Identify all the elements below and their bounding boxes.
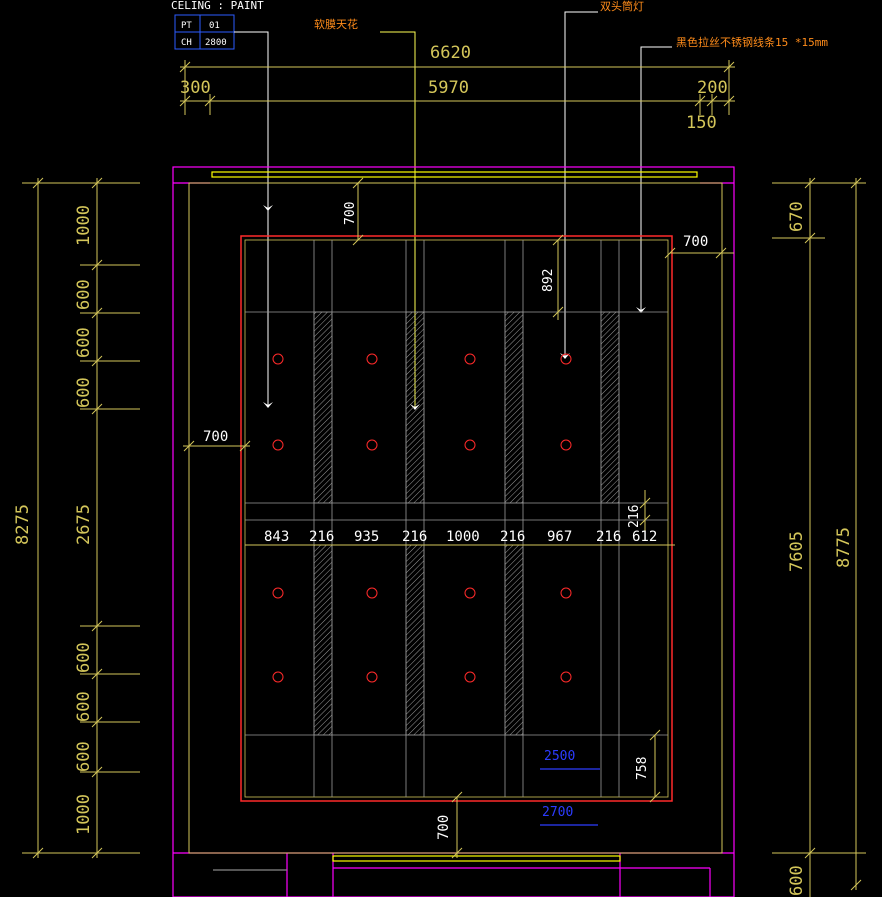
downlight [272,353,284,365]
leader-legend [234,31,269,208]
band-1-upper [313,311,333,504]
downlight [464,587,476,599]
downlight [366,439,378,451]
callout-spotlight: 双头筒灯 [600,0,644,13]
dim-top-middle: 5970 [428,78,469,98]
legend-value-ch: 2800 [205,38,227,48]
downlights [272,353,572,683]
dim-top-left: 300 [180,78,211,98]
row-dimension-labels: 843 216 935 216 1000 216 967 216 612 [264,529,657,545]
row-dim: 843 [264,529,289,545]
row-dim: 1000 [446,529,480,545]
hatched-bands [313,311,620,736]
legend-key-pt: PT [181,21,192,31]
arrowhead-2 [263,402,273,408]
dim-left-seg1: 1000 [74,205,94,246]
dim-left-seg9: 1000 [74,794,94,835]
dim-right-offset: 700 [683,234,708,250]
downlight [366,671,378,683]
blue-label-lower: 2700 [542,805,573,820]
legend-value-pt: 01 [209,21,220,31]
callout-soft-film-ceiling: 软膜天花 [314,17,358,31]
band-2-upper [405,311,425,504]
band-3-upper [504,311,524,504]
downlight [560,439,572,451]
dim-left-overall: 8275 [13,504,33,545]
linear-light-bars [211,171,698,862]
blue-label-upper: 2500 [544,749,575,764]
callout-leaders [234,11,672,407]
bottom-light-bar [332,855,621,862]
dim-top-right-inner: 150 [686,113,717,133]
downlight [560,353,572,365]
row-dim: 967 [547,529,572,545]
band-1-lower [313,544,333,736]
row-dim: 612 [632,529,657,545]
dim-top-right: 200 [697,78,728,98]
dim-left-seg3: 600 [74,327,94,358]
dim-band-height: 216 [627,505,642,528]
dim-left-seg2: 600 [74,279,94,310]
band-4-upper [600,311,620,504]
dim-spot-offset: 892 [541,269,556,292]
dim-right-bottom: 600 [787,865,807,896]
left-dimensions [22,177,140,859]
dim-left-seg5: 2675 [74,504,94,545]
downlight [366,353,378,365]
leader-trim [640,46,672,310]
downlight [464,353,476,365]
row-dim: 216 [500,529,525,545]
dim-left-offset: 700 [203,429,228,445]
downlight [272,439,284,451]
downlight [366,587,378,599]
leader-soft-film [380,31,416,407]
downlight [464,671,476,683]
row-dim: 216 [309,529,334,545]
band-3-lower [504,544,524,736]
dim-bottom-offset: 700 [436,815,452,840]
dim-left-seg4: 600 [74,377,94,408]
dim-right-top: 670 [787,201,807,232]
legend-key-ch: CH [181,38,192,48]
legend-title: CELING : PAINT [171,0,264,12]
row-dim: 216 [402,529,427,545]
top-dimensions [179,60,735,115]
dim-bottom-strip: 758 [635,757,650,780]
downlight [272,587,284,599]
dim-right-inner: 7605 [787,531,807,572]
callout-trim-strip: 黑色拉丝不锈钢线条15 *15mm [676,35,828,49]
arrowhead-1 [263,205,273,211]
dim-right-overall: 8775 [834,527,854,568]
dim-left-seg6: 600 [74,642,94,673]
downlight [560,587,572,599]
dim-left-seg8: 600 [74,741,94,772]
arrowhead-5 [636,307,646,313]
leader-spotlight [564,11,598,356]
dim-top-overall: 6620 [430,43,471,63]
ceiling-boundary [188,182,723,854]
row-dim: 216 [596,529,621,545]
downlight [560,671,572,683]
blue-annotations [540,768,600,826]
downlight [272,671,284,683]
band-2-lower [405,544,425,736]
dim-left-seg7: 600 [74,691,94,722]
top-light-bar [211,171,698,178]
inner-dimensions [183,177,734,859]
right-dimensions [772,177,866,897]
dim-top-offset: 700 [343,202,358,225]
downlight [464,439,476,451]
row-dim: 935 [354,529,379,545]
material-legend: CELING : PAINT PT 01 CH 2800 [171,0,264,50]
